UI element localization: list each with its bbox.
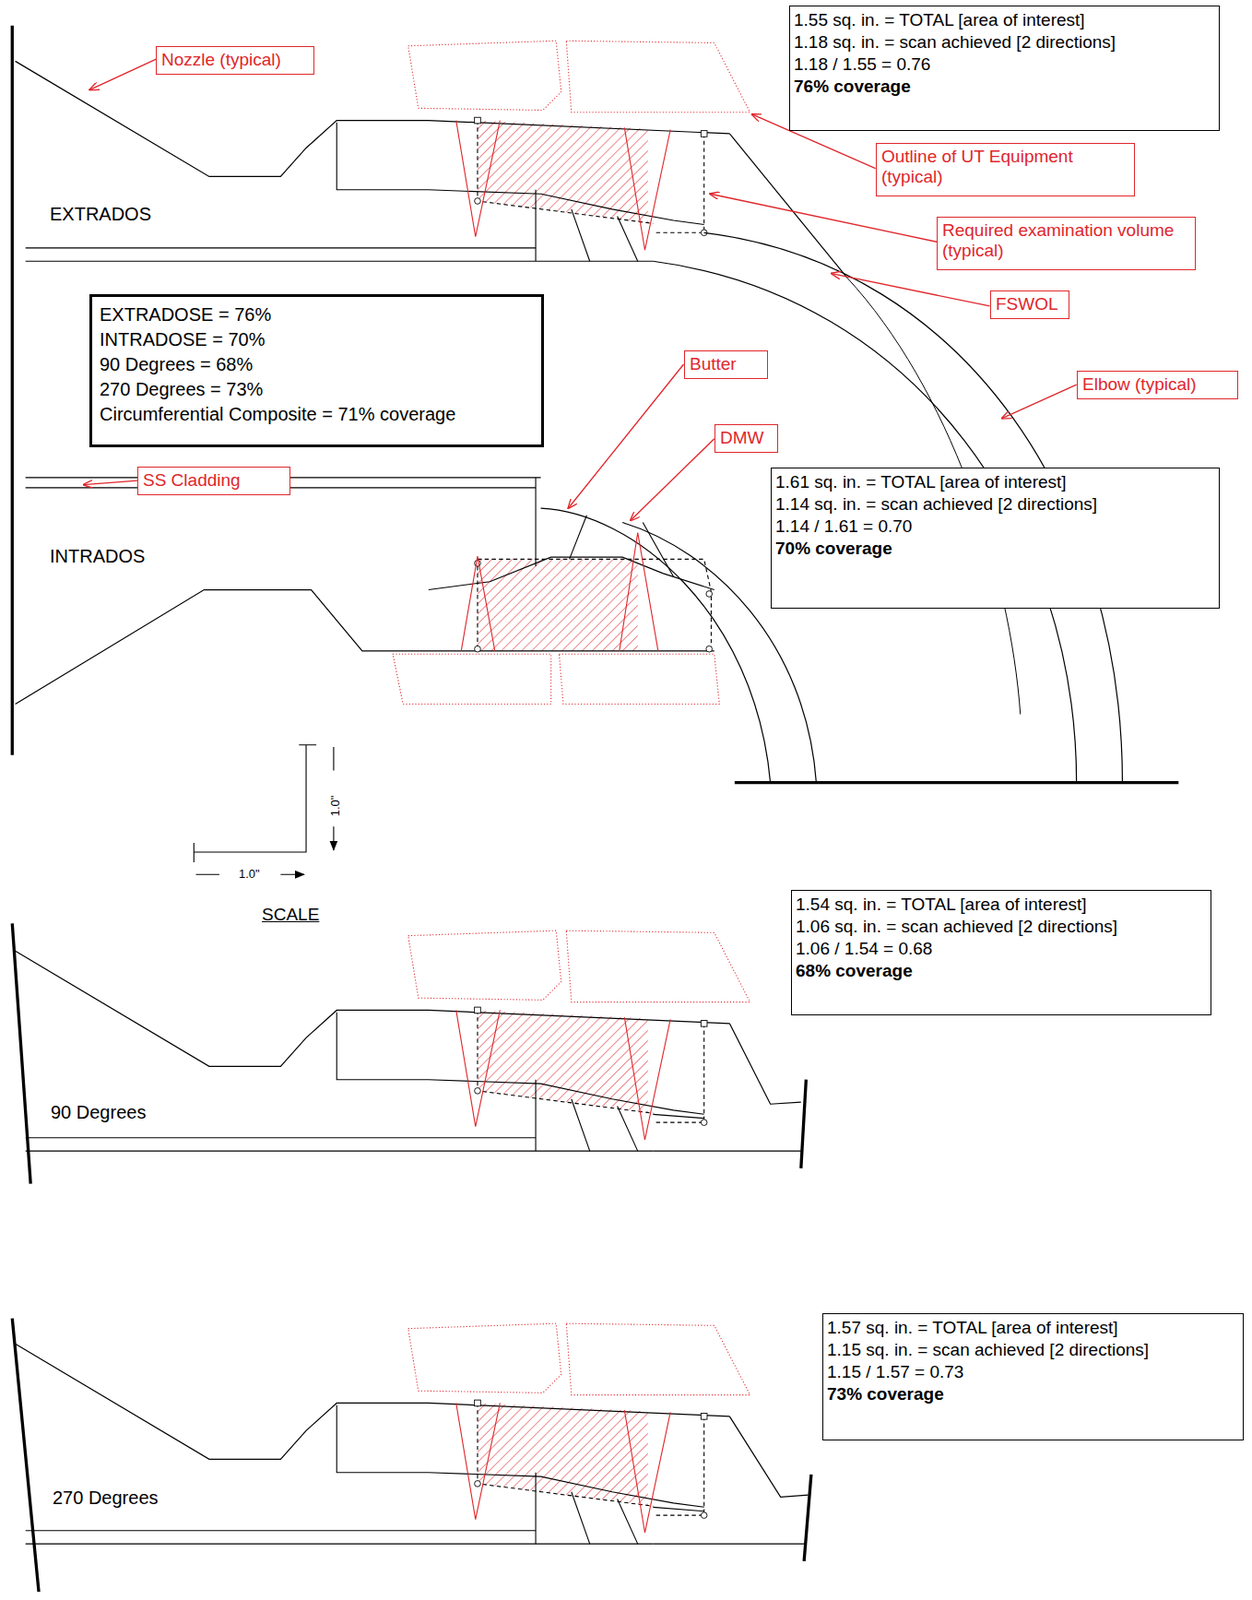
- leader-line: [89, 59, 156, 90]
- box-text: 1.15 sq. in. = scan achieved [2 directio…: [826, 1338, 1240, 1361]
- callout-box: Nozzle (typical): [155, 46, 315, 75]
- callout-box: FSWOL: [990, 290, 1070, 319]
- section-270: [15, 1322, 751, 1544]
- summary-box: EXTRADOSE = 76%INTRADOSE = 70%90 Degrees…: [89, 294, 544, 448]
- ut-equipment-outline: [392, 653, 720, 704]
- box-text: 1.06 / 1.54 = 0.68: [795, 937, 1207, 960]
- dimension-label: 1.0": [236, 867, 262, 881]
- scale-bar: [193, 744, 317, 863]
- box-text: 1.18 / 1.55 = 0.76: [793, 53, 1216, 76]
- outer-surface: [15, 590, 715, 705]
- coverage-box: 1.54 sq. in. = TOTAL [area of interest]1…: [791, 889, 1212, 1016]
- section-break: [11, 1318, 812, 1593]
- box-text: 1.14 sq. in. = scan achieved [2 directio…: [775, 493, 1216, 516]
- spacer: [259, 931, 325, 933]
- box-text: INTRADOSE = 70%: [99, 327, 534, 353]
- scan-coverage-hatch: [477, 558, 638, 651]
- box-text: Required examination volume (typical): [942, 220, 1191, 261]
- view-label: INTRADOS: [47, 545, 147, 567]
- exam-volume-outline: [477, 558, 711, 651]
- section-90: [15, 930, 751, 1151]
- nozzle-face: [11, 25, 14, 756]
- coverage-box: 1.55 sq. in. = TOTAL [area of interest]1…: [789, 5, 1220, 131]
- callout-box: Outline of UT Equipment (typical): [875, 142, 1135, 197]
- leader-line: [1002, 384, 1077, 419]
- box-text: DMW: [720, 427, 773, 449]
- callout-box: DMW: [714, 424, 779, 453]
- corner-marker: [474, 645, 482, 652]
- dimension-label: 1.0": [329, 793, 343, 819]
- leader-line: [630, 438, 715, 521]
- box-text: 1.18 sq. in. = scan achieved [2 directio…: [793, 31, 1216, 54]
- box-text: 1.14 / 1.61 = 0.70: [775, 515, 1216, 538]
- callout-box: Elbow (typical): [1076, 370, 1239, 400]
- callout-box: SS Cladding: [137, 466, 291, 496]
- fswol-surface: [652, 1416, 808, 1544]
- beam-path: [460, 532, 659, 651]
- coverage-result: 76% coverage: [793, 75, 1216, 98]
- box-text: 90 Degrees = 68%: [99, 352, 534, 378]
- leader-line: [831, 273, 991, 307]
- box-text: 1.15 / 1.57 = 0.73: [826, 1360, 1240, 1383]
- corner-marker: [706, 590, 713, 598]
- view-label: EXTRADOS: [47, 203, 154, 225]
- box-text: Elbow (typical): [1082, 374, 1233, 395]
- scale-title: SCALE: [259, 904, 321, 925]
- leader-line: [709, 193, 937, 242]
- box-text: Nozzle (typical): [161, 49, 309, 71]
- coverage-result: 68% coverage: [795, 959, 1207, 982]
- fswol-surface: [729, 133, 847, 278]
- box-text: 270 Degrees = 73%: [99, 377, 534, 402]
- section-break: [11, 922, 806, 1183]
- box-text: 1.54 sq. in. = TOTAL [area of interest]: [795, 893, 1207, 916]
- leader-line: [83, 480, 139, 485]
- extrados-section: [15, 40, 751, 261]
- callout-box: Butter: [684, 350, 768, 379]
- corner-marker: [706, 645, 713, 652]
- callout-box: Required examination volume (typical): [936, 216, 1196, 271]
- box-text: SS Cladding: [142, 470, 285, 491]
- fswol-surface: [652, 1023, 801, 1151]
- box-text: 1.06 sq. in. = scan achieved [2 directio…: [795, 915, 1207, 938]
- box-text: 1.55 sq. in. = TOTAL [area of interest]: [793, 9, 1216, 32]
- box-text: EXTRADOSE = 76%: [99, 302, 534, 328]
- box-text: FSWOL: [995, 294, 1064, 315]
- leader-line: [567, 364, 684, 508]
- coverage-box: 1.61 sq. in. = TOTAL [area of interest]1…: [770, 467, 1220, 609]
- elbow-end: [734, 780, 1179, 784]
- box-text: 1.61 sq. in. = TOTAL [area of interest]: [775, 471, 1216, 494]
- box-text: 1.57 sq. in. = TOTAL [area of interest]: [826, 1316, 1240, 1339]
- box-text: Outline of UT Equipment (typical): [881, 146, 1130, 188]
- box-text: Circumferential Composite = 71% coverage: [99, 401, 534, 427]
- coverage-box: 1.57 sq. in. = TOTAL [area of interest]1…: [822, 1312, 1244, 1441]
- fusion-line: [569, 515, 674, 577]
- coverage-result: 73% coverage: [826, 1382, 1240, 1406]
- view-label: 90 Degrees: [48, 1101, 148, 1123]
- box-text: Butter: [689, 354, 763, 375]
- view-label: 270 Degrees: [50, 1487, 161, 1508]
- coverage-result: 70% coverage: [775, 537, 1216, 560]
